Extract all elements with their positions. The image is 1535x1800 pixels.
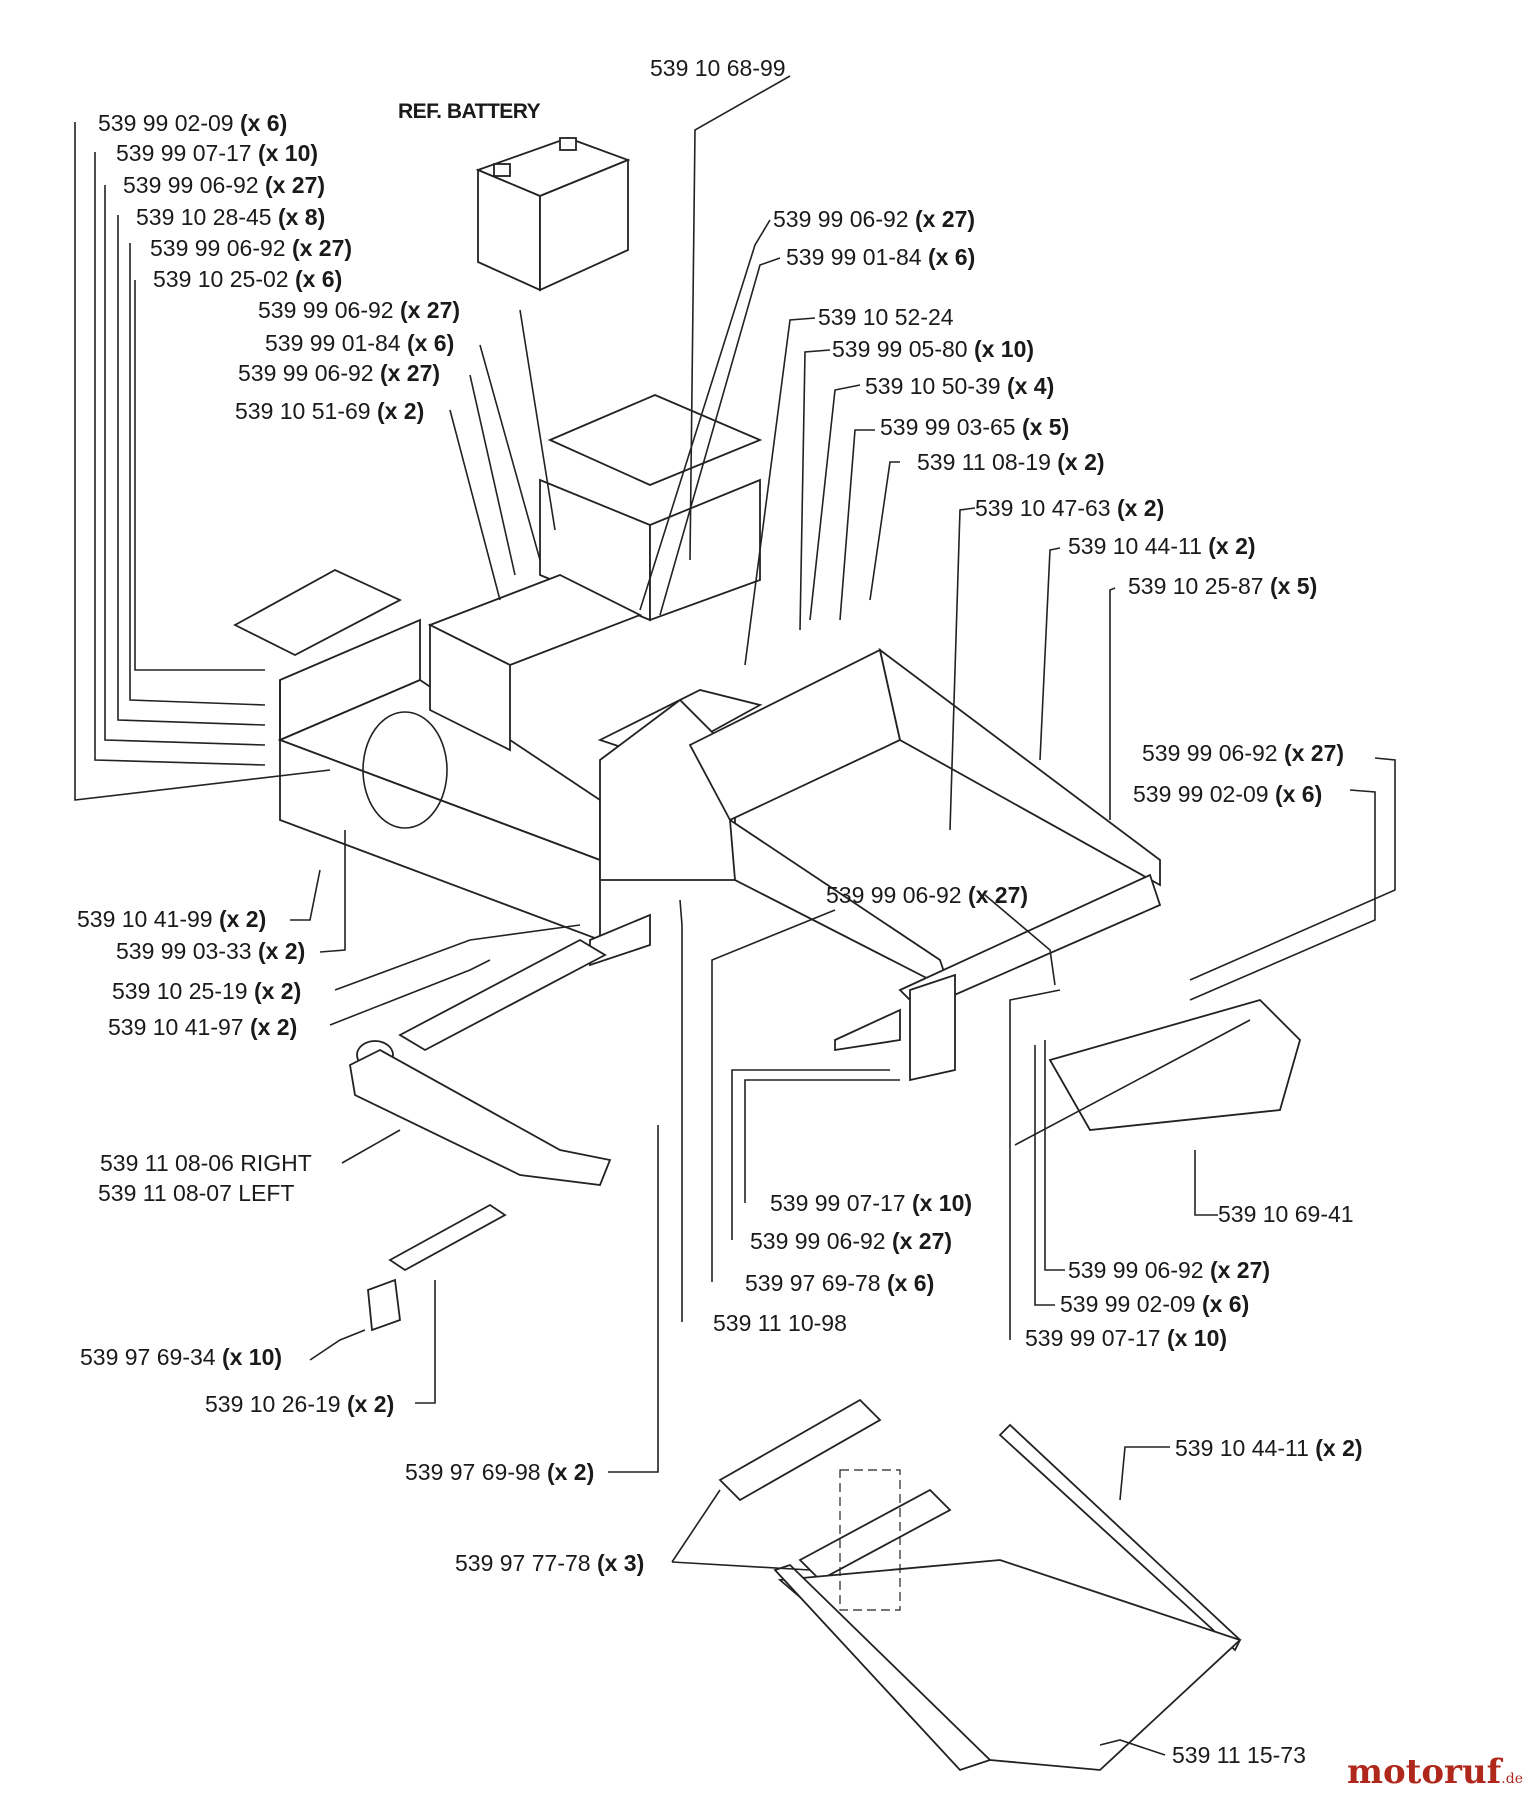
watermark-logo: motoruf.de	[1347, 1752, 1523, 1792]
part-label: 539 99 06-92 (x 27)	[1068, 1257, 1271, 1283]
part-label: 539 11 08-19 (x 2)	[917, 449, 1105, 475]
part-label: 539 99 06-92 (x 27)	[238, 360, 441, 386]
part-label: 539 99 07-17 (x 10)	[116, 140, 319, 166]
part-label: 539 99 05-80 (x 10)	[832, 336, 1035, 362]
part-label: 539 10 28-45 (x 8)	[136, 204, 326, 230]
part-label: 539 10 41-97 (x 2)	[108, 1014, 298, 1040]
frame-drawing	[233, 394, 1162, 1082]
part-label: 539 99 02-09 (x 6)	[1060, 1291, 1250, 1317]
part-label: 539 99 03-65 (x 5)	[880, 414, 1070, 440]
part-label: 539 10 25-02 (x 6)	[153, 266, 343, 292]
part-label: 539 10 52-24	[818, 304, 954, 330]
part-label: 539 99 06-92 (x 27)	[258, 297, 461, 323]
part-label: 539 10 50-39 (x 4)	[865, 373, 1055, 399]
part-label: 539 10 47-63 (x 2)	[975, 495, 1165, 521]
part-label: 539 10 44-11 (x 2)	[1175, 1435, 1363, 1461]
part-label: 539 11 08-06 RIGHT	[100, 1150, 312, 1176]
part-label: 539 10 44-11 (x 2)	[1068, 533, 1256, 559]
part-label: 539 99 06-92 (x 27)	[150, 235, 353, 261]
axle-arm-drawing	[349, 938, 612, 1332]
part-label: 539 99 02-09 (x 6)	[98, 110, 288, 136]
part-label: 539 97 69-78 (x 6)	[745, 1270, 935, 1296]
battery-drawing	[475, 137, 631, 292]
part-label: 539 10 68-99	[650, 55, 786, 81]
part-label: 539 97 69-34 (x 10)	[80, 1344, 283, 1370]
part-label: 539 99 07-17 (x 10)	[770, 1190, 973, 1216]
part-label: 539 99 06-92 (x 27)	[750, 1228, 953, 1254]
part-label: 539 10 25-87 (x 5)	[1128, 573, 1318, 599]
part-label: 539 97 69-98 (x 2)	[405, 1459, 595, 1485]
ref-battery-label: REF. BATTERY	[398, 100, 541, 123]
part-label: 539 99 03-33 (x 2)	[116, 938, 306, 964]
part-label: 539 99 01-84 (x 6)	[265, 330, 455, 356]
part-label: 539 99 06-92 (x 27)	[123, 172, 326, 198]
floor-pan-drawing	[718, 1398, 1242, 1772]
part-label: 539 99 06-92 (x 27)	[1142, 740, 1345, 766]
part-label: 539 97 77-78 (x 3)	[455, 1550, 645, 1576]
side-cover-drawing	[1014, 998, 1302, 1146]
part-label: 539 10 69-41	[1218, 1201, 1354, 1227]
part-label: 539 99 06-92 (x 27)	[773, 206, 976, 232]
leader-lines	[74, 75, 1396, 1756]
part-label: 539 11 08-07 LEFT	[98, 1180, 295, 1206]
part-label: 539 99 07-17 (x 10)	[1025, 1325, 1228, 1351]
part-label: 539 99 01-84 (x 6)	[786, 244, 976, 270]
part-label: 539 99 02-09 (x 6)	[1133, 781, 1323, 807]
part-label: 539 10 51-69 (x 2)	[235, 398, 425, 424]
part-label: 539 10 41-99 (x 2)	[77, 906, 267, 932]
part-label: 539 10 25-19 (x 2)	[112, 978, 302, 1004]
part-label: 539 11 15-73	[1172, 1742, 1306, 1768]
part-label: 539 10 26-19 (x 2)	[205, 1391, 395, 1417]
part-label: 539 11 10-98	[713, 1310, 847, 1336]
part-label: 539 99 06-92 (x 27)	[826, 882, 1029, 908]
